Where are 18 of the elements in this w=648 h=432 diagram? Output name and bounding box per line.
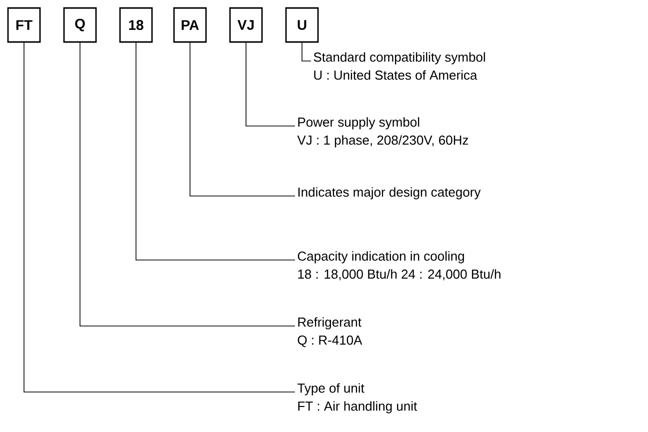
leader-line [80,42,296,326]
description-text: Refrigerant Q : R-410A [298,317,362,348]
description-text: Type of unit FT : Air handling unit [298,383,418,414]
code-box: U [285,7,319,43]
leader-line [24,42,296,392]
code-box: Q [63,7,97,43]
code-box: VJ [229,7,263,43]
description-text: Power supply symbol VJ : 1 phase, 208/230V, 60Hz [297,117,468,148]
description-text: Capacity indication in cooling 18 : 18,000 Btu/h 24 : 24,000 Btu/h [298,251,500,280]
code-box: 18 [119,7,153,43]
leader-line [190,42,296,196]
leader-line [302,42,312,62]
description-text: Indicates major design category [298,187,481,200]
leader-line [246,42,296,126]
description-text: Standard compatibility symbol U : United States of America [314,52,485,80]
code-box: PA [173,7,207,43]
leader-line [136,42,296,260]
code-box: FT [7,7,41,43]
